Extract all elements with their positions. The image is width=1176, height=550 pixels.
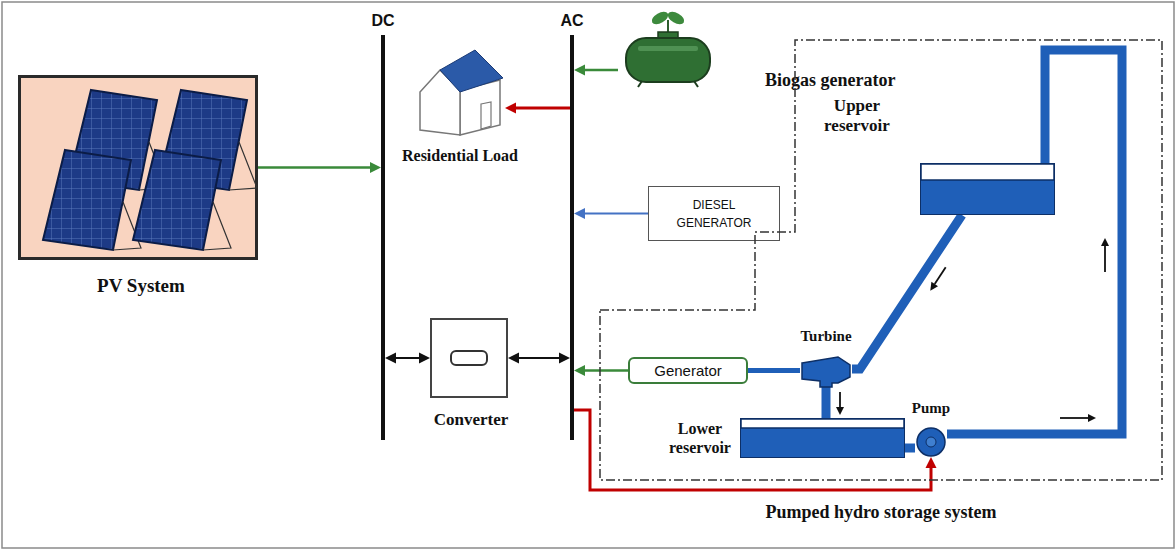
pv-array: PV System bbox=[18, 75, 258, 260]
biogas-tank bbox=[626, 38, 710, 82]
dashed-outline bbox=[600, 40, 1162, 480]
node-label: Turbine bbox=[790, 327, 862, 345]
upper-reservoir-art bbox=[921, 164, 1054, 214]
generator-box: Generator bbox=[628, 357, 748, 384]
biogas-generator-art bbox=[618, 8, 718, 88]
arrow-head bbox=[559, 353, 570, 364]
connector-line bbox=[905, 444, 915, 453]
house-icon-art bbox=[415, 40, 505, 140]
connector-line bbox=[517, 357, 561, 359]
converter-symbol bbox=[451, 351, 487, 365]
panel-stand bbox=[203, 202, 231, 250]
node-label: Biogas generator bbox=[765, 70, 895, 92]
power-connector bbox=[574, 365, 628, 376]
house-door bbox=[481, 102, 491, 129]
tank-foot bbox=[694, 81, 698, 87]
power-connector bbox=[505, 103, 570, 114]
arrow-head bbox=[574, 65, 585, 76]
house-icon: Residential Load bbox=[415, 40, 505, 140]
converter-box-art bbox=[432, 320, 506, 396]
node-label: Pump bbox=[901, 399, 961, 417]
arrow-head bbox=[505, 103, 516, 114]
connector-line bbox=[514, 107, 570, 110]
box-text: Generator bbox=[654, 362, 722, 380]
panel-stand bbox=[229, 142, 257, 190]
lower-reservoir-art bbox=[741, 419, 904, 457]
power-connector bbox=[258, 162, 381, 173]
solar-panel bbox=[133, 150, 221, 250]
node-label: PV System bbox=[21, 275, 261, 298]
ac-bus: AC bbox=[570, 35, 574, 440]
power-connector bbox=[508, 353, 570, 364]
power-connector bbox=[385, 353, 430, 364]
connector-line bbox=[258, 166, 372, 169]
arrow-head bbox=[419, 353, 430, 364]
power-connector bbox=[574, 65, 618, 76]
turbine: Turbine bbox=[800, 355, 852, 387]
flow-arrow bbox=[1101, 238, 1109, 272]
connector-line bbox=[583, 213, 648, 215]
lower-reservoir: Lower reservoir bbox=[740, 418, 905, 458]
upper-reservoir: Upper reservoir bbox=[920, 163, 1055, 215]
arrow-head bbox=[385, 353, 396, 364]
pump-art bbox=[915, 425, 947, 457]
tank-highlight bbox=[638, 46, 698, 51]
flow-arrow bbox=[1060, 414, 1096, 422]
arrow-head bbox=[926, 457, 937, 468]
node-label: DC bbox=[353, 11, 413, 30]
connector-line bbox=[583, 69, 618, 72]
connector-line bbox=[822, 387, 831, 418]
arrow-head bbox=[574, 365, 585, 376]
water-pipe bbox=[905, 448, 915, 449]
dc-bus: DC bbox=[381, 35, 385, 440]
biogas-generator: Biogas generator bbox=[618, 8, 718, 88]
tank-foot bbox=[638, 81, 642, 87]
node-label: Pumped hydro storage system bbox=[600, 502, 1162, 524]
connector-line bbox=[394, 357, 421, 359]
pump: Pump bbox=[915, 425, 947, 457]
water-pipe bbox=[748, 370, 800, 371]
water-pipe bbox=[947, 50, 1122, 434]
power-connector bbox=[574, 208, 648, 219]
storage-region: Pumped hydro storage systemUpper reservo… bbox=[600, 40, 1162, 480]
node-label: Residential Load bbox=[380, 146, 540, 165]
connector-line bbox=[583, 369, 628, 372]
node-label: Lower reservoir bbox=[663, 419, 737, 457]
leaf bbox=[650, 9, 671, 27]
connector-line bbox=[852, 215, 962, 369]
leaf bbox=[666, 9, 687, 27]
power-connector bbox=[574, 410, 937, 490]
connector-line bbox=[947, 50, 1122, 434]
connector-line bbox=[574, 410, 931, 490]
water-surface bbox=[741, 419, 904, 428]
pump-hub bbox=[926, 437, 936, 447]
arrow-head bbox=[574, 208, 585, 219]
solar-panel bbox=[43, 150, 131, 250]
node-label: Upper reservoir bbox=[816, 96, 898, 137]
box-text: DIESEL GENERATOR bbox=[664, 196, 764, 232]
pump-body bbox=[917, 428, 945, 456]
water-surface bbox=[921, 164, 1054, 180]
water-pipe bbox=[826, 387, 827, 418]
turbine-art bbox=[800, 355, 852, 387]
arrow-head bbox=[370, 162, 381, 173]
arrow-head bbox=[508, 353, 519, 364]
converter-box: Converter bbox=[430, 318, 508, 398]
flow-arrow bbox=[836, 392, 844, 415]
storage-region-art bbox=[600, 40, 1162, 480]
connector-line bbox=[748, 368, 800, 373]
water-pipe bbox=[852, 215, 962, 369]
node-label: Converter bbox=[402, 410, 540, 430]
turbine-symbol bbox=[802, 357, 850, 387]
pv-array-art bbox=[21, 78, 255, 257]
flow-arrow bbox=[930, 267, 945, 290]
node-label: AC bbox=[542, 11, 602, 30]
house-roof bbox=[440, 50, 503, 92]
